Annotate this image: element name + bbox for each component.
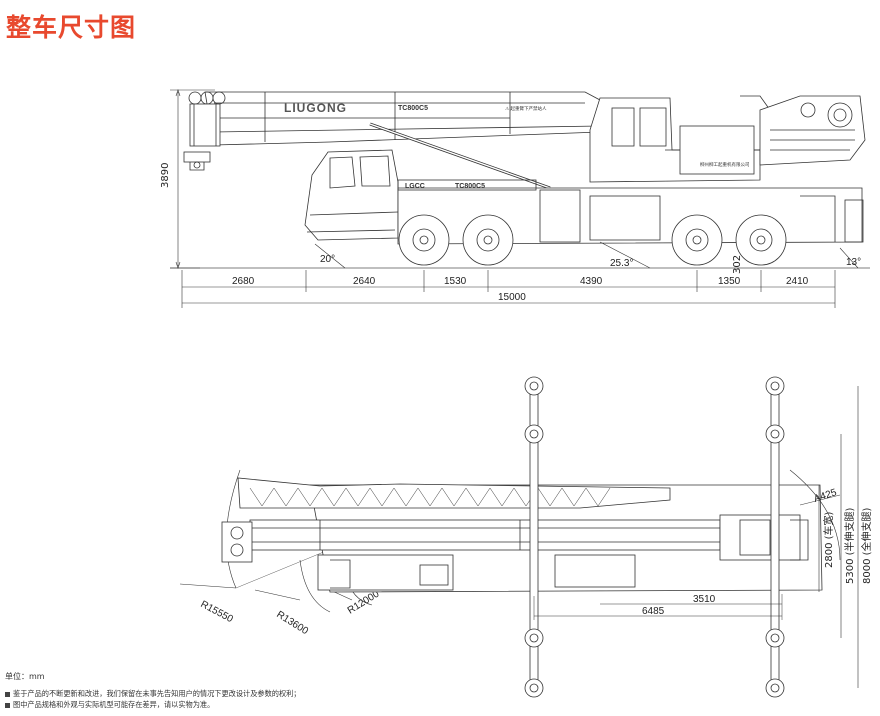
width-2800: 2800 (车宽) — [822, 511, 835, 568]
radius-2: R13600 — [274, 609, 310, 637]
boom-brand: LIUGONG — [284, 101, 347, 115]
side-view: 3890 LIUGONG TC800C5 ⚠ 起重臂下严禁站人 柳州柳工起重机有… — [160, 89, 870, 308]
height-dim: 3890 — [160, 163, 171, 188]
footnote-1: 鉴于产品的不断更新和改进，我们保留在未事先告知用户的情况下更改设计及参数的权利； — [5, 688, 301, 699]
seg-6: 2410 — [786, 276, 809, 287]
dimension-chain — [181, 270, 836, 308]
seg-1: 2680 — [232, 276, 255, 287]
side-badge: LGCC — [405, 183, 425, 190]
dim-6485: 6485 — [642, 606, 665, 617]
seg-5: 1350 — [718, 276, 741, 287]
page-title: 整车尺寸图 — [6, 13, 137, 42]
footnotes: 鉴于产品的不断更新和改进，我们保留在未事先告知用户的情况下更改设计及参数的权利；… — [5, 688, 301, 710]
top-view: R15550 R13600 R12000 — [179, 376, 873, 698]
angle-mid: 25.3° — [610, 258, 633, 269]
side-model: TC800C5 — [455, 183, 485, 190]
wheels — [398, 214, 787, 266]
boom-model: TC800C5 — [398, 105, 428, 112]
seg-2: 2640 — [353, 276, 376, 287]
angle-rear: 13° — [846, 257, 861, 268]
unit-label: 单位：mm — [5, 672, 45, 681]
angle-front: 20° — [320, 254, 335, 265]
width-8000: 8000 (全伸支腿) — [860, 507, 873, 584]
width-5300: 5300 (半伸支腿) — [843, 507, 856, 584]
footnote-2: 图中产品规格和外观与实际机型可能存在差异，请以实物为准。 — [5, 699, 301, 710]
rear-clearance: 302 — [732, 255, 743, 274]
total-length: 15000 — [498, 292, 526, 303]
cab-text: 柳州柳工起重机有限公司 — [700, 161, 750, 168]
seg-3: 1530 — [444, 276, 467, 287]
dim-3510: 3510 — [693, 594, 716, 605]
radius-1: R15550 — [199, 599, 235, 625]
boom-warning: ⚠ 起重臂下严禁站人 — [505, 105, 547, 112]
outriggers — [524, 376, 785, 698]
seg-4: 4390 — [580, 276, 603, 287]
radius-3: R12000 — [346, 588, 382, 616]
